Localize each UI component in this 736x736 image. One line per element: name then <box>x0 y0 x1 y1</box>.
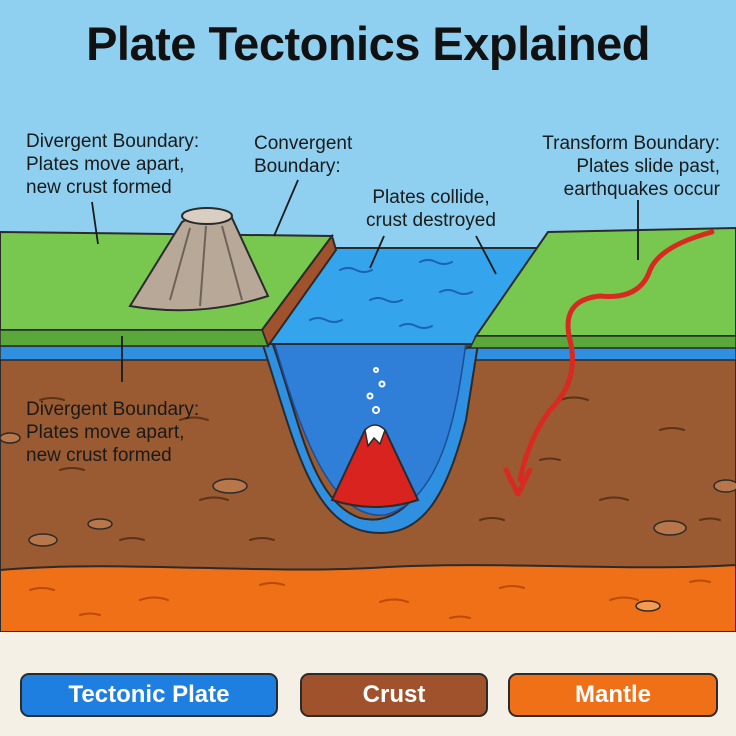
legend-mantle-label: Mantle <box>574 681 651 708</box>
legend-tectonic-plate[interactable]: Tectonic Plate <box>20 673 278 717</box>
convergent-desc-label: Plates collide, crust destroyed <box>352 186 510 232</box>
legend-tectonic-plate-label: Tectonic Plate <box>68 681 230 708</box>
divergent-bottom-line-3: new crust formed <box>26 445 172 466</box>
divergent-bottom-line-2: Plates move apart, <box>26 422 185 443</box>
divergent-top-line-2: Plates move apart, <box>26 154 185 175</box>
mountain-top <box>181 207 233 225</box>
ocean-waves <box>309 259 473 329</box>
transform-line-1: Transform Boundary: <box>542 133 720 154</box>
convergent-desc-line-1: Plates collide, <box>372 187 490 208</box>
divergent-bottom-line-1: Divergent Boundary: <box>26 399 200 420</box>
transform-arrowhead <box>503 467 533 497</box>
divergent-bottom-label: Divergent Boundary: Plates move apart, n… <box>26 398 199 467</box>
divergent-top-label: Divergent Boundary: Plates move apart, n… <box>26 130 199 199</box>
transform-arrow[interactable] <box>517 229 715 483</box>
legend-crust-label: Crust <box>362 681 426 708</box>
right-plate-front <box>468 335 736 349</box>
convergent-title-label: Convergent Boundary: <box>254 132 352 178</box>
mantle-rock <box>635 600 661 612</box>
bubbles <box>366 367 386 414</box>
left-plate-front <box>0 329 270 347</box>
volcano-snowcap <box>364 424 386 448</box>
mountain-ridges <box>169 225 243 307</box>
legend-mantle[interactable]: Mantle <box>508 673 718 717</box>
divergent-top-line-3: new crust formed <box>26 177 172 198</box>
divergent-top-line-1: Divergent Boundary: <box>26 131 200 152</box>
right-plate-grass <box>474 226 736 337</box>
convergent-title-line-2: Boundary: <box>254 156 341 177</box>
legend-crust[interactable]: Crust <box>300 673 488 717</box>
leader-lines <box>91 179 639 382</box>
convergent-desc-line-2: crust destroyed <box>366 210 496 231</box>
transform-line-3: earthquakes occur <box>563 179 720 200</box>
crust-texture <box>39 396 721 541</box>
mantle-texture <box>29 579 711 619</box>
transform-line-2: Plates slide past, <box>576 156 720 177</box>
transform-label: Transform Boundary: Plates slide past, e… <box>500 132 720 201</box>
crust-rocks <box>0 432 736 547</box>
page-title: Plate Tectonics Explained <box>86 17 650 70</box>
convergent-title-line-1: Convergent <box>254 133 353 154</box>
